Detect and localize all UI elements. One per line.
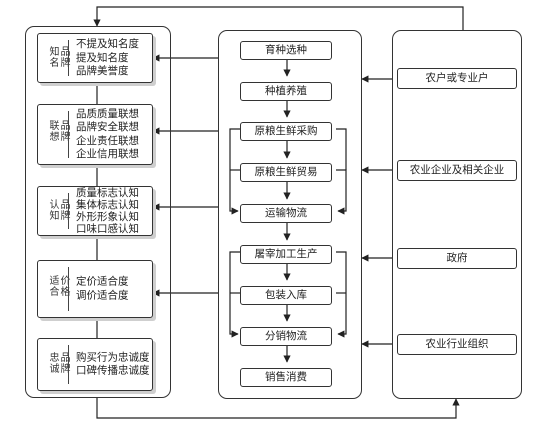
brand-dimension-item: 质量标志认知	[76, 187, 139, 199]
brand-dimension-name: 品牌联想	[47, 119, 69, 142]
brand-dimension-box: 价格适合 定价适合度 调价适合度	[37, 260, 153, 318]
brand-dimension-items: 定价适合度 调价适合度	[76, 276, 129, 303]
supply-chain-step: 原粮生鲜贸易	[240, 163, 332, 182]
actor-box: 农业企业及相关企业	[397, 160, 517, 181]
supply-chain-step: 育种选种	[240, 41, 332, 60]
brand-dimension-name: 价格适合	[47, 275, 69, 297]
supply-chain-step: 销售消费	[240, 368, 332, 387]
brand-dimension-name: 品牌忠诚	[47, 351, 69, 374]
supply-chain-step: 运输物流	[240, 204, 332, 223]
brand-dimension-items: 不提及知名度 提及知名度 品牌美誉度	[76, 38, 139, 79]
brand-dimension-item: 企业责任联想	[76, 134, 139, 147]
actor-box: 政府	[397, 248, 517, 269]
supply-chain-frame	[218, 30, 362, 399]
supply-chain-step: 包装入库	[240, 286, 332, 305]
actors-frame	[392, 30, 522, 399]
brand-dimension-items: 质量标志认知 集体标志认知 外形形象认知 口味口感认知	[76, 187, 139, 235]
brand-dimension-box: 品牌忠诚 购买行为忠诚度 口碑传播忠诚度	[37, 338, 153, 391]
brand-dimension-box: 品牌联想 品质质量联想 品牌安全联想 企业责任联想 企业信用联想	[37, 104, 153, 165]
divider	[68, 193, 69, 229]
brand-dimension-item: 品质质量联想	[76, 107, 139, 120]
brand-dimension-items: 品质质量联想 品牌安全联想 企业责任联想 企业信用联想	[76, 108, 139, 162]
brand-dimension-box: 品牌知名 不提及知名度 提及知名度 品牌美誉度	[37, 33, 153, 83]
brand-dimension-item: 外形形象认知	[76, 211, 139, 223]
brand-dimension-item: 调价适合度	[76, 289, 129, 301]
brand-dimension-box: 品牌认知 质量标志认知 集体标志认知 外形形象认知 口味口感认知	[37, 186, 153, 236]
brand-dimension-name: 品牌知名	[47, 46, 69, 68]
top-feedback-arrow	[93, 6, 464, 30]
brand-dimension-item: 品牌美誉度	[76, 64, 129, 77]
actor-box: 农户或专业户	[397, 68, 517, 89]
supply-chain-step: 种植养殖	[240, 82, 332, 101]
supply-chain-step: 分销物流	[240, 327, 332, 346]
brand-dimension-item: 企业信用联想	[76, 148, 139, 160]
brand-dimensions-frame	[25, 26, 171, 398]
supply-chain-step: 屠宰加工生产	[240, 245, 332, 264]
brand-dimension-item: 品牌安全联想	[76, 121, 139, 133]
supply-chain-step: 原粮生鲜采购	[240, 122, 332, 141]
brand-dimension-item: 定价适合度	[76, 275, 129, 288]
brand-dimension-items: 购买行为忠诚度 口碑传播忠诚度	[76, 351, 150, 378]
brand-dimension-item: 口碑传播忠诚度	[76, 364, 150, 377]
actor-box: 农业行业组织	[397, 334, 517, 355]
brand-dimension-item: 不提及知名度	[76, 37, 139, 50]
brand-dimension-item: 提及知名度	[76, 51, 129, 64]
brand-dimension-name: 品牌认知	[47, 199, 69, 221]
bottom-loop-arrow	[96, 398, 460, 419]
brand-dimension-item: 购买行为忠诚度	[76, 351, 150, 363]
divider	[68, 111, 69, 158]
divider	[68, 345, 69, 384]
brand-dimension-item: 口味口感认知	[76, 223, 139, 235]
divider	[68, 267, 69, 311]
divider	[68, 40, 69, 76]
brand-dimension-item: 集体标志认知	[76, 199, 139, 211]
